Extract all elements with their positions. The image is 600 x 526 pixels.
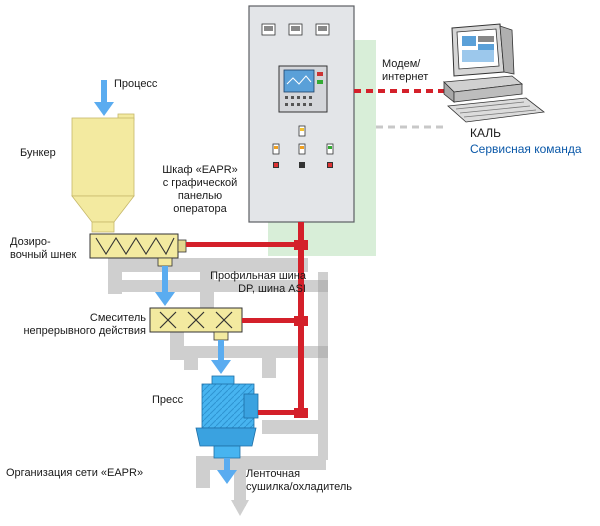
control-cabinet <box>248 5 355 223</box>
profibus-label: Профильная шина DP, шина ASI <box>170 270 306 296</box>
process-arrow <box>94 80 114 116</box>
bunker-label: Бункер <box>20 147 56 159</box>
bunker <box>71 113 135 233</box>
flow-arrow-to-mixer <box>155 266 175 306</box>
profibus-label-line-2: DP, шина ASI <box>238 283 306 295</box>
computer-workstation <box>443 23 546 123</box>
red-network-bus <box>186 222 308 418</box>
flow-arrow-to-dryer <box>217 458 237 484</box>
cabinet-label-line-1: Шкаф «EAPR» <box>162 164 238 176</box>
mixer-label-line-1: Смеситель <box>89 312 146 324</box>
kal-label: КАЛЬ <box>470 126 502 140</box>
mixer-label-line-2: непрерывного действия <box>23 325 146 337</box>
mixer-label: Смеситель непрерывного действия <box>6 312 146 338</box>
service-team-label: Сервисная команда <box>470 142 582 156</box>
doser-label: Дозиро- вочный шнек <box>10 236 76 262</box>
modem-label: Модем/ интернет <box>382 58 428 84</box>
profibus-label-line-1: Профильная шина <box>210 270 306 282</box>
gray-pipes <box>108 258 328 506</box>
process-label: Процесс <box>114 78 158 90</box>
modem-label-line-1: Модем/ <box>382 58 421 70</box>
doser-label-line-2: вочный шнек <box>10 249 77 261</box>
gray-output-arrow <box>231 500 249 516</box>
continuous-mixer <box>149 307 243 341</box>
flow-arrow-to-press <box>211 340 231 374</box>
network-organization-label: Организация сети «EAPR» <box>6 467 144 479</box>
bus-junctions <box>318 280 328 358</box>
belt-dryer-label: Ленточная сушилка/охладитель <box>246 468 352 494</box>
dosing-screw <box>89 233 187 267</box>
modem-label-line-2: интернет <box>382 71 429 83</box>
press-label: Пресс <box>152 394 184 406</box>
press <box>195 375 259 459</box>
cabinet-label-line-3: панелью <box>177 190 223 202</box>
belt-dryer-label-line-2: сушилка/охладитель <box>246 481 353 493</box>
belt-dryer-label-line-1: Ленточная <box>246 468 301 480</box>
cabinet-label: Шкаф «EAPR» с графической панелью операт… <box>150 164 250 216</box>
cabinet-label-line-4: оператора <box>173 203 227 215</box>
cabinet-label-line-2: с графической <box>162 177 238 189</box>
doser-label-line-1: Дозиро- <box>10 236 51 248</box>
